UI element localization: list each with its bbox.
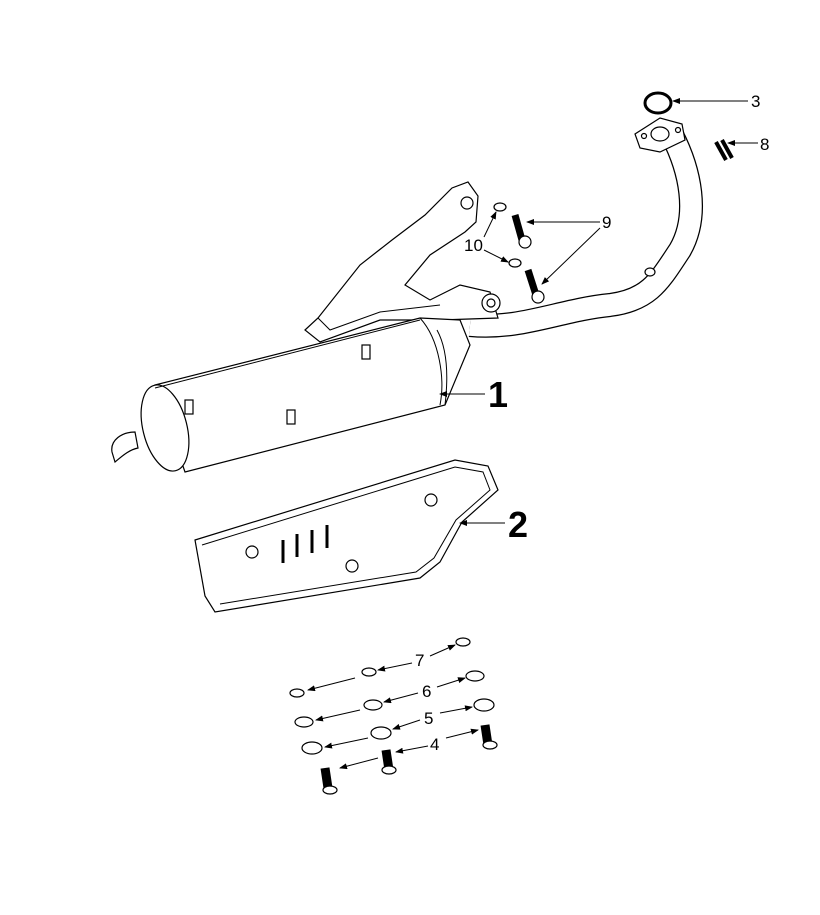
washer-10b [508,258,522,268]
studs [714,139,734,161]
washers-and-screws [289,637,498,795]
callout-6: 6 [422,682,431,701]
leader-lines [307,98,758,770]
washer-10a [493,202,507,212]
muffler [111,317,471,473]
callout-1: 1 [488,374,508,415]
gasket-ring [643,91,673,115]
callout-9: 9 [602,213,611,232]
callout-4: 4 [430,735,439,754]
callout-3: 3 [751,92,760,111]
callout-10: 10 [464,236,483,255]
muffler-bracket [304,181,501,343]
callout-2: 2 [508,504,528,545]
callout-8: 8 [760,135,769,154]
bolts-9 [511,214,545,304]
callout-7: 7 [415,651,424,670]
heat-shield [194,459,499,613]
exhaust-pipe [468,117,703,338]
callout-5: 5 [424,709,433,728]
